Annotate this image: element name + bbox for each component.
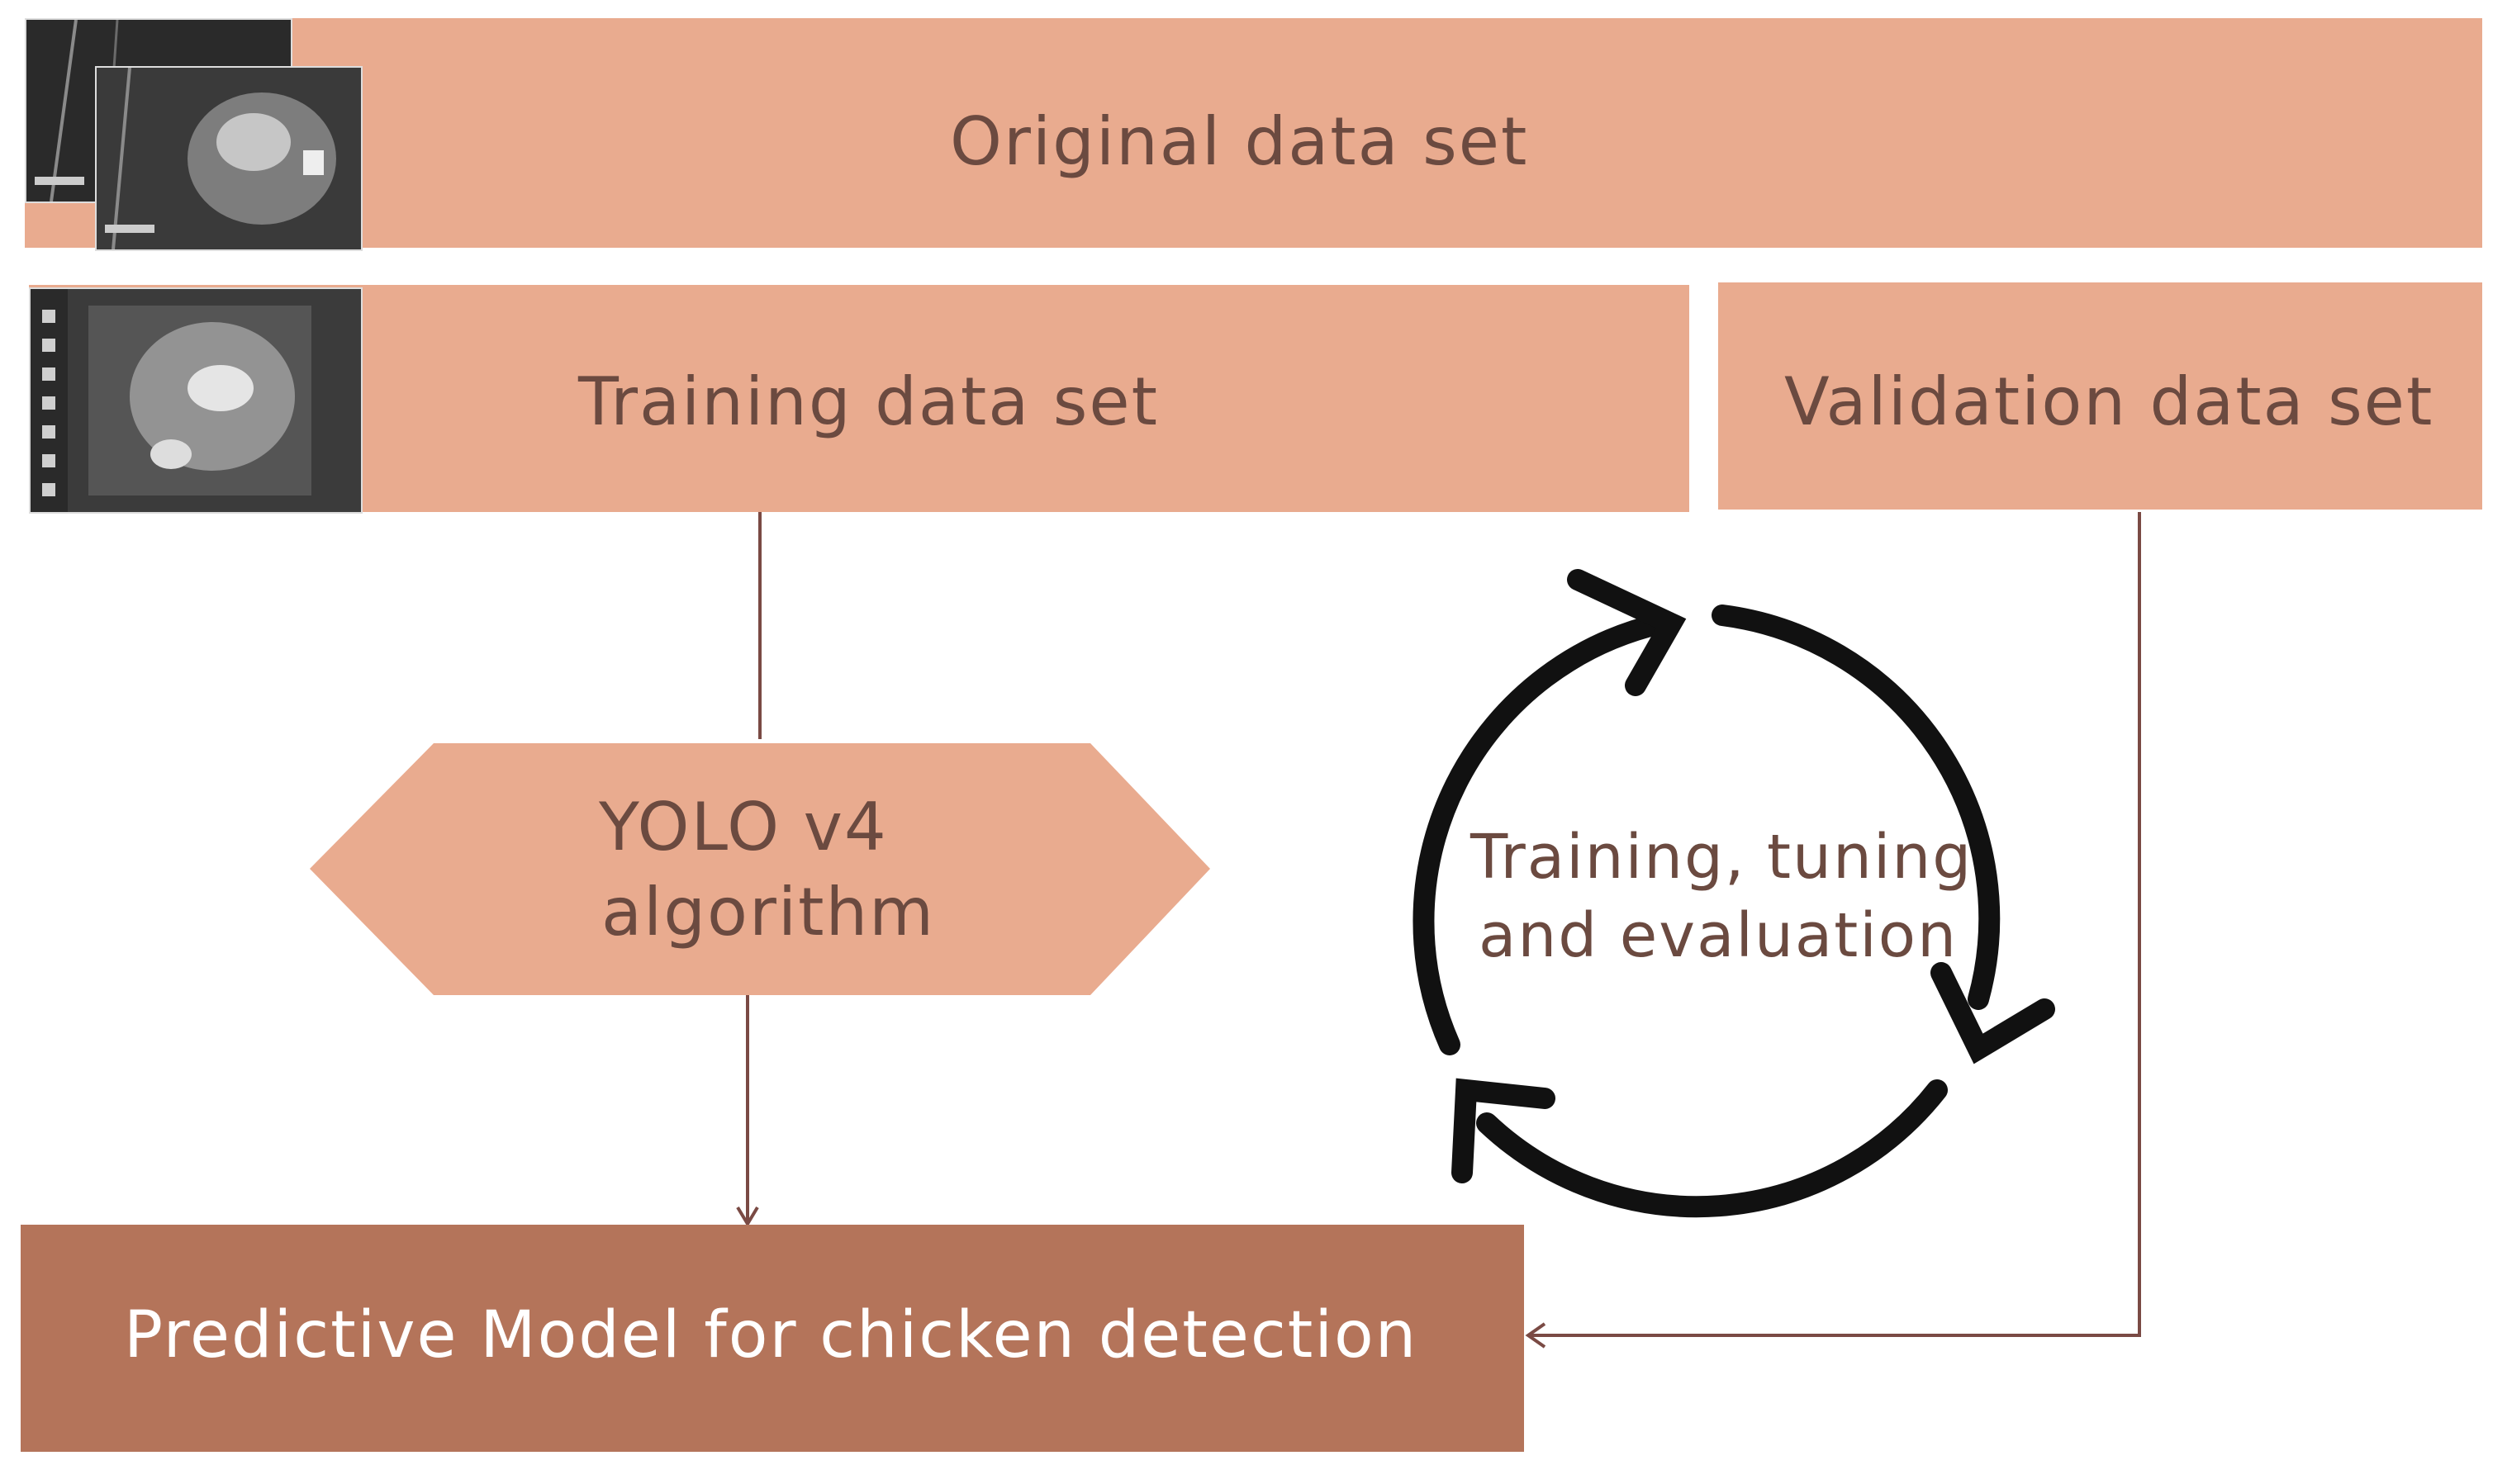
validation-data-set-box <box>1718 282 2482 510</box>
algorithm-hexagon <box>310 743 1210 995</box>
night-camera-image <box>97 68 361 249</box>
cycle-label-line2: and evaluation <box>1479 900 1958 971</box>
annotation-tool-screenshot <box>31 289 361 512</box>
algorithm-label-line1: YOLO v4 <box>599 789 888 865</box>
original-data-set-label: Original data set <box>950 103 1529 180</box>
training-data-thumbnail <box>29 287 363 514</box>
algorithm-label-line2: algorithm <box>601 874 936 951</box>
predictive-model-label: Predictive Model for chicken detection <box>124 1298 1418 1373</box>
validation-to-output-arrow <box>1528 512 2141 1337</box>
predictive-model-box <box>21 1225 1524 1452</box>
validation-data-set-label: Validation data set <box>1784 363 2434 440</box>
training-data-set-label: Training data set <box>578 363 1159 440</box>
arrowhead <box>1525 1322 1546 1349</box>
original-data-thumbnail-front <box>95 66 363 251</box>
circular-arrows-icon <box>1413 569 2055 1218</box>
cycle-label-line1: Training, tuning <box>1470 822 1973 893</box>
original-data-set-box <box>25 18 2482 248</box>
arrowhead <box>736 1206 759 1227</box>
